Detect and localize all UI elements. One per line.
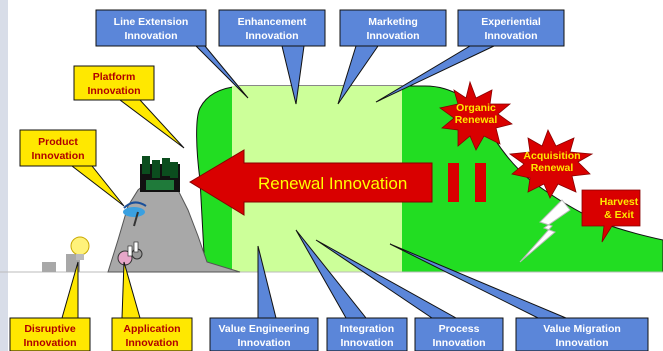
- line-extension-line2: Innovation: [124, 30, 177, 42]
- renewal-arrow: [189, 149, 433, 216]
- platform-line1: Platform: [93, 71, 136, 83]
- disruptive-line2: Innovation: [23, 337, 76, 349]
- lightning-bolt-icon: [519, 199, 571, 263]
- organic-renewal-line1: Organic: [456, 102, 496, 114]
- light-bulb-icon: [70, 236, 90, 260]
- acquisition-renewal-line2: Renewal: [531, 162, 574, 174]
- acquisition-renewal-starburst: [508, 129, 594, 199]
- enhancement-line2: Innovation: [245, 30, 298, 42]
- callout-application: Application Innovation: [111, 261, 193, 351]
- line-extension-line1: Line Extension: [114, 16, 189, 28]
- platform-line2: Innovation: [87, 85, 140, 97]
- harvest-exit-callout: Harvest & Exit: [581, 189, 641, 243]
- marketing-line1: Marketing: [368, 16, 418, 28]
- callout-line-extension: Line Extension Innovation: [95, 9, 249, 99]
- left-edge-strip: [0, 0, 8, 351]
- enhancement-line1: Enhancement: [238, 16, 307, 28]
- integration-line2: Innovation: [340, 337, 393, 349]
- integration-line1: Integration: [340, 323, 394, 335]
- callout-experiential: Experiential Innovation: [375, 9, 565, 103]
- renewal-arrow-label: Renewal Innovation: [258, 174, 407, 193]
- harvest-exit-line1: Harvest: [600, 196, 639, 208]
- experiential-line1: Experiential: [481, 16, 541, 28]
- process-line2: Innovation: [432, 337, 485, 349]
- callout-marketing: Marketing Innovation: [337, 9, 447, 105]
- callout-product: Product Innovation: [19, 129, 125, 207]
- harvest-exit-line2: & Exit: [604, 209, 634, 221]
- organic-renewal-line2: Renewal: [455, 114, 498, 126]
- experiential-line2: Innovation: [484, 30, 537, 42]
- callout-enhancement: Enhancement Innovation: [218, 9, 326, 105]
- value-engineering-line1: Value Engineering: [218, 323, 309, 335]
- callout-disruptive: Disruptive Innovation: [9, 261, 91, 351]
- callout-value-engineering: Value Engineering Innovation: [209, 245, 319, 351]
- red-bar-1: [448, 163, 459, 202]
- product-line1: Product: [38, 136, 78, 148]
- callout-platform: Platform Innovation: [73, 65, 185, 149]
- callout-process: Process Innovation: [315, 239, 504, 351]
- disruptive-line1: Disruptive: [24, 323, 76, 335]
- value-migration-line1: Value Migration: [543, 323, 621, 335]
- acquisition-renewal-line1: Acquisition: [523, 150, 580, 162]
- lab-flask-icon: [123, 201, 147, 227]
- application-line1: Application: [123, 323, 180, 335]
- gray-step-1: [42, 262, 56, 272]
- application-line2: Innovation: [125, 337, 178, 349]
- product-line2: Innovation: [31, 150, 84, 162]
- value-migration-line2: Innovation: [555, 337, 608, 349]
- value-engineering-line2: Innovation: [237, 337, 290, 349]
- red-bar-2: [475, 163, 486, 202]
- process-line1: Process: [439, 323, 480, 335]
- callout-integration: Integration Innovation: [295, 229, 408, 351]
- organic-renewal-starburst: [439, 80, 513, 151]
- marketing-line2: Innovation: [366, 30, 419, 42]
- factory-icon: [140, 156, 180, 192]
- bowling-icon: [117, 241, 143, 266]
- callout-value-migration: Value Migration Innovation: [389, 243, 649, 351]
